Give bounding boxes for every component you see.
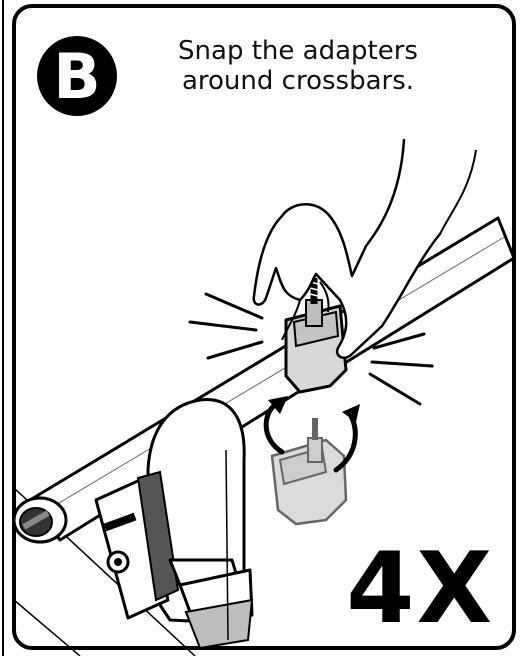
instruction-text: Snap the adapters around crossbars. [178,36,418,96]
instruction-line-1: Snap the adapters [178,36,418,66]
instruction-line-2: around crossbars. [178,66,418,96]
quantity-label: 4X [346,540,494,638]
step-letter: B [40,40,114,114]
